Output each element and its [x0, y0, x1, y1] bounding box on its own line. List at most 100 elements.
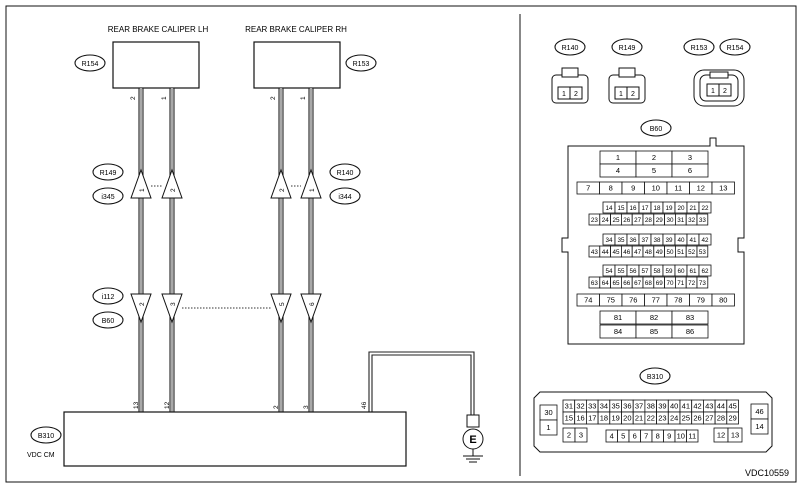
b60-pin-25: 25 — [612, 217, 620, 224]
b60-pin-8: 8 — [609, 183, 613, 192]
legend-r154 — [719, 38, 751, 56]
b60-pin-59: 59 — [665, 268, 673, 275]
b60-pin-62-cell — [698, 264, 712, 277]
b60-pin-13: 13 — [719, 183, 727, 192]
b60-pin-69: 69 — [656, 280, 664, 287]
b310-pin-8: 8 — [656, 431, 660, 440]
connector-label-r149 — [92, 163, 124, 181]
svg-text:2: 2 — [723, 88, 727, 95]
legend-r140-text: R140 — [562, 45, 579, 52]
diagram-frame — [5, 5, 797, 483]
b310-pin-5: 5 — [621, 431, 625, 440]
b60-pin-20: 20 — [677, 205, 685, 212]
b60-pin-71: 71 — [677, 280, 685, 287]
b310-pin-44: 44 — [717, 401, 725, 410]
rh-pin-2: 2 — [270, 96, 277, 100]
legend-r153-text: R153 — [691, 45, 708, 52]
b60-pin-36: 36 — [629, 237, 637, 244]
b60-pin-74: 74 — [584, 295, 592, 304]
b310-pin-38: 38 — [647, 401, 655, 410]
ecm-pin-12: 12 — [164, 401, 171, 409]
b310-pin-33: 33 — [588, 401, 596, 410]
b310-pin-27: 27 — [705, 413, 713, 422]
legend-r154-text: R154 — [727, 45, 744, 52]
title-rh: REAR BRAKE CALIPER RH — [245, 25, 347, 34]
b60-pin-76: 76 — [629, 295, 637, 304]
b60-pin-86: 86 — [686, 327, 694, 336]
b60-pin-26: 26 — [623, 217, 631, 224]
connector-label-i345 — [92, 187, 124, 205]
r149-text: R149 — [100, 170, 117, 177]
b60-pin-9: 9 — [631, 183, 635, 192]
ecm-pin-3: 3 — [303, 405, 310, 409]
r154-text: R154 — [82, 61, 99, 68]
b310-pin-4: 4 — [610, 431, 614, 440]
legend-b60-text: B60 — [650, 126, 663, 133]
b60-pin-54: 54 — [605, 268, 613, 275]
b310-pin-7: 7 — [644, 431, 648, 440]
b310-pin-42: 42 — [693, 401, 701, 410]
b60-pin-40: 40 — [677, 237, 685, 244]
b60-pin-49: 49 — [656, 249, 664, 256]
b60-pin-24: 24 — [602, 217, 610, 224]
legend-b60 — [640, 119, 672, 137]
b60-pin-47: 47 — [634, 249, 642, 256]
b60-pin-51: 51 — [677, 249, 685, 256]
b60-pin-16: 16 — [629, 205, 637, 212]
b60-pin-4: 4 — [616, 166, 620, 175]
b310-pin-43: 43 — [705, 401, 713, 410]
b310-pin-14-cell — [750, 418, 769, 435]
b310-pin-46: 46 — [755, 407, 763, 416]
b310-pin-30: 30 — [544, 408, 552, 417]
legend-b310 — [639, 367, 671, 385]
b60-pin-1: 1 — [616, 153, 620, 162]
b60-pin-66: 66 — [623, 280, 631, 287]
b310-pin-13: 13 — [731, 430, 739, 439]
vdc-cm-box — [63, 411, 407, 467]
b310-pin-31: 31 — [565, 401, 573, 410]
b60-pin-14: 14 — [605, 205, 613, 212]
svg-text:2: 2 — [631, 91, 635, 98]
svg-text:1: 1 — [619, 91, 623, 98]
b60-pin-53: 53 — [699, 249, 707, 256]
b60-pin-73: 73 — [699, 280, 707, 287]
b310-pin-3: 3 — [579, 430, 583, 439]
b310-pin-37: 37 — [635, 401, 643, 410]
b60-pin-37: 37 — [641, 237, 649, 244]
legend-r153 — [683, 38, 715, 56]
connector-label-r140 — [329, 163, 361, 181]
b60-pin-78: 78 — [674, 295, 682, 304]
lower-right-pin-6: 6 — [309, 302, 316, 306]
b310-pin-6: 6 — [633, 431, 637, 440]
b60-pin-10: 10 — [652, 183, 660, 192]
svg-text:2: 2 — [574, 91, 578, 98]
b60-pin-32: 32 — [688, 217, 696, 224]
b60-pin-80: 80 — [719, 295, 727, 304]
b60-pin-79: 79 — [697, 295, 705, 304]
b60-pin-22: 22 — [701, 205, 709, 212]
lh-pin-2: 2 — [130, 96, 137, 100]
b310-pin-12: 12 — [717, 430, 725, 439]
b310-pin-29: 29 — [728, 413, 736, 422]
b310-pin-21: 21 — [635, 413, 643, 422]
b60-pin-22-cell — [698, 201, 712, 214]
i344-text: i344 — [338, 194, 351, 201]
b310-pin-16: 16 — [576, 413, 584, 422]
mid-left-pin-2: 2 — [170, 188, 177, 192]
b60-pin-83-cell — [671, 310, 709, 325]
b60-pin-64: 64 — [602, 280, 610, 287]
b310-pin-35: 35 — [611, 401, 619, 410]
b60-pin-57: 57 — [641, 268, 649, 275]
b60-pin-6-cell — [671, 163, 709, 178]
b60-pin-43: 43 — [591, 249, 599, 256]
figure-id: VDC10559 — [745, 468, 789, 478]
b60-pin-80-cell — [711, 293, 735, 307]
b310-pin-15: 15 — [565, 413, 573, 422]
b60-pin-73-cell — [696, 276, 709, 289]
b60-pin-12: 12 — [697, 183, 705, 192]
connector-face-r140: 1 2 — [551, 67, 589, 104]
b310-pin-3-cell — [574, 427, 588, 443]
b60-pin-34: 34 — [605, 237, 613, 244]
b60-pin-6: 6 — [688, 166, 692, 175]
